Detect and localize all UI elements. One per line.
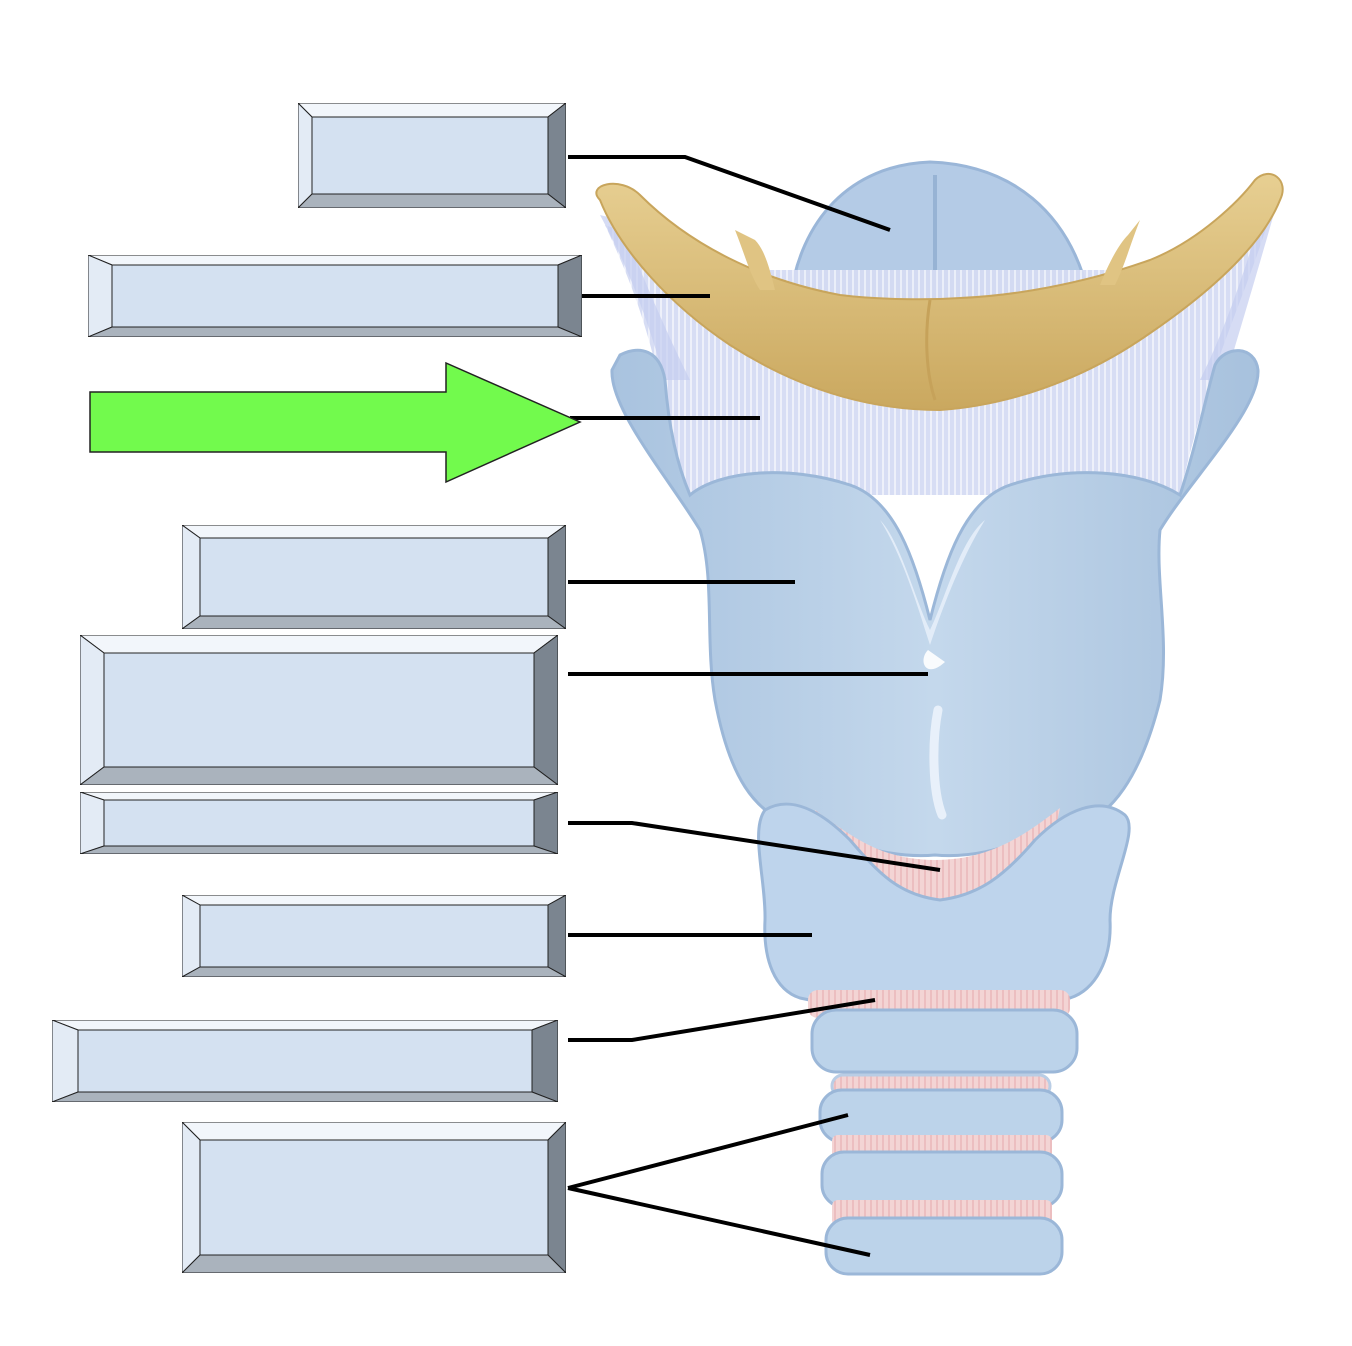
- label-box-6[interactable]: [80, 792, 558, 854]
- label-box-1[interactable]: [298, 103, 566, 208]
- label-box-7[interactable]: [182, 895, 566, 977]
- leader-line-8: [568, 998, 876, 1042]
- label-box-2[interactable]: [88, 255, 582, 337]
- leader-lines: [567, 155, 941, 1257]
- label-box-4[interactable]: [182, 525, 566, 629]
- label-box-5[interactable]: [80, 635, 558, 785]
- leader-line-6: [568, 821, 941, 872]
- leader-line-9a: [567, 1113, 849, 1190]
- label-box-9[interactable]: [182, 1122, 566, 1273]
- tracheal-ring: [824, 1216, 1064, 1276]
- arrow-label-slot[interactable]: [90, 392, 446, 452]
- pointer-arrow: [89, 361, 582, 484]
- label-text-3: [90, 392, 446, 452]
- leader-line-1: [568, 155, 891, 232]
- thyroid-cartilage: [610, 348, 1260, 858]
- leader-line-9b: [567, 1186, 871, 1257]
- tracheal-ring: [820, 1150, 1064, 1209]
- cricoid-cartilage: [757, 802, 1131, 1007]
- tracheal-ring: [818, 1088, 1064, 1144]
- epiglottis: [788, 160, 1092, 302]
- hyoid-bone: [595, 173, 1284, 412]
- tracheal-ring: [810, 1008, 1079, 1074]
- label-box-8[interactable]: [52, 1020, 558, 1102]
